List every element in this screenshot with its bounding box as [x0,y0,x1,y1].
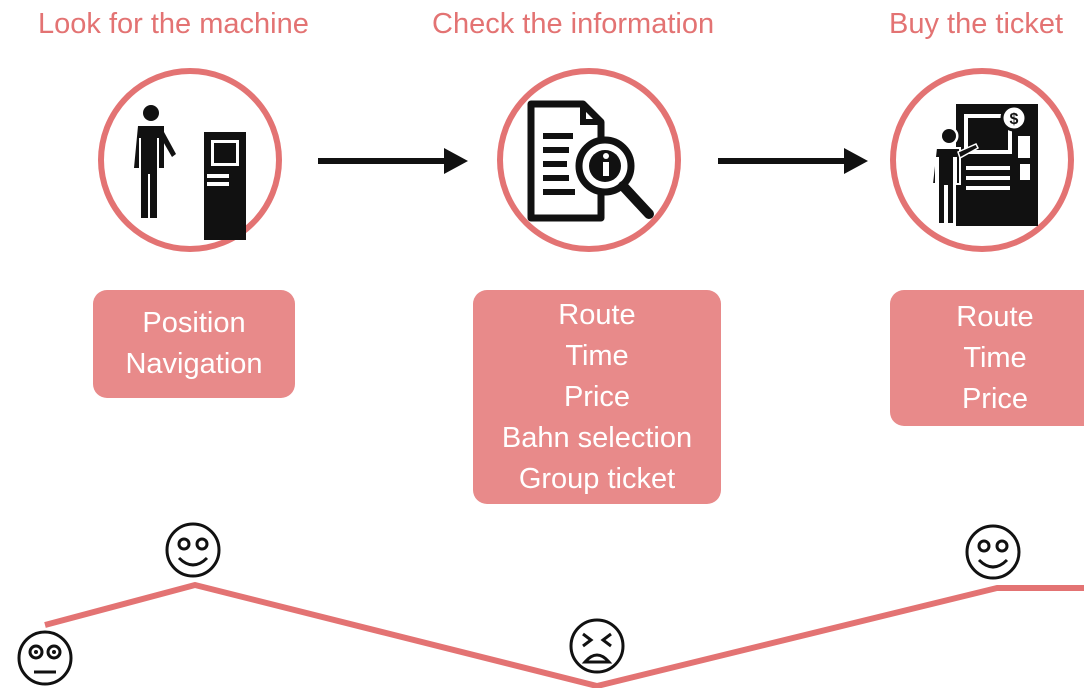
info-item: Route [558,298,636,331]
info-item: Price [961,382,1029,415]
info-item: Time [565,339,629,372]
step-2-circle [497,68,681,252]
info-item: Group ticket [518,462,676,495]
svg-text:$: $ [1010,111,1019,128]
smiley-face-icon [965,524,1021,580]
info-item: Position [142,307,246,339]
step-3-title: Buy the ticket [889,8,1064,40]
smiley-face-icon [165,522,221,578]
document-magnifier-info-icon [527,100,654,222]
neutral-face-icon [17,630,73,686]
step-1-circle [98,68,282,252]
info-item: Route [956,300,1034,333]
arrow-right-icon [318,148,468,174]
info-item: Navigation [125,348,263,380]
info-item: Bahn selection [501,421,693,454]
step-2-title: Check the information [432,8,715,40]
arrow-right-icon [718,148,868,174]
emotion-curve [44,582,1084,688]
person-at-vending-machine-icon: $ [930,104,1038,226]
step-3-circle: $ [890,68,1074,252]
step-1-title: Look for the machine [38,8,309,40]
info-item: Price [563,380,631,413]
person-at-machine-icon [134,105,246,240]
angry-face-icon [569,618,625,674]
info-item: Time [963,341,1027,374]
